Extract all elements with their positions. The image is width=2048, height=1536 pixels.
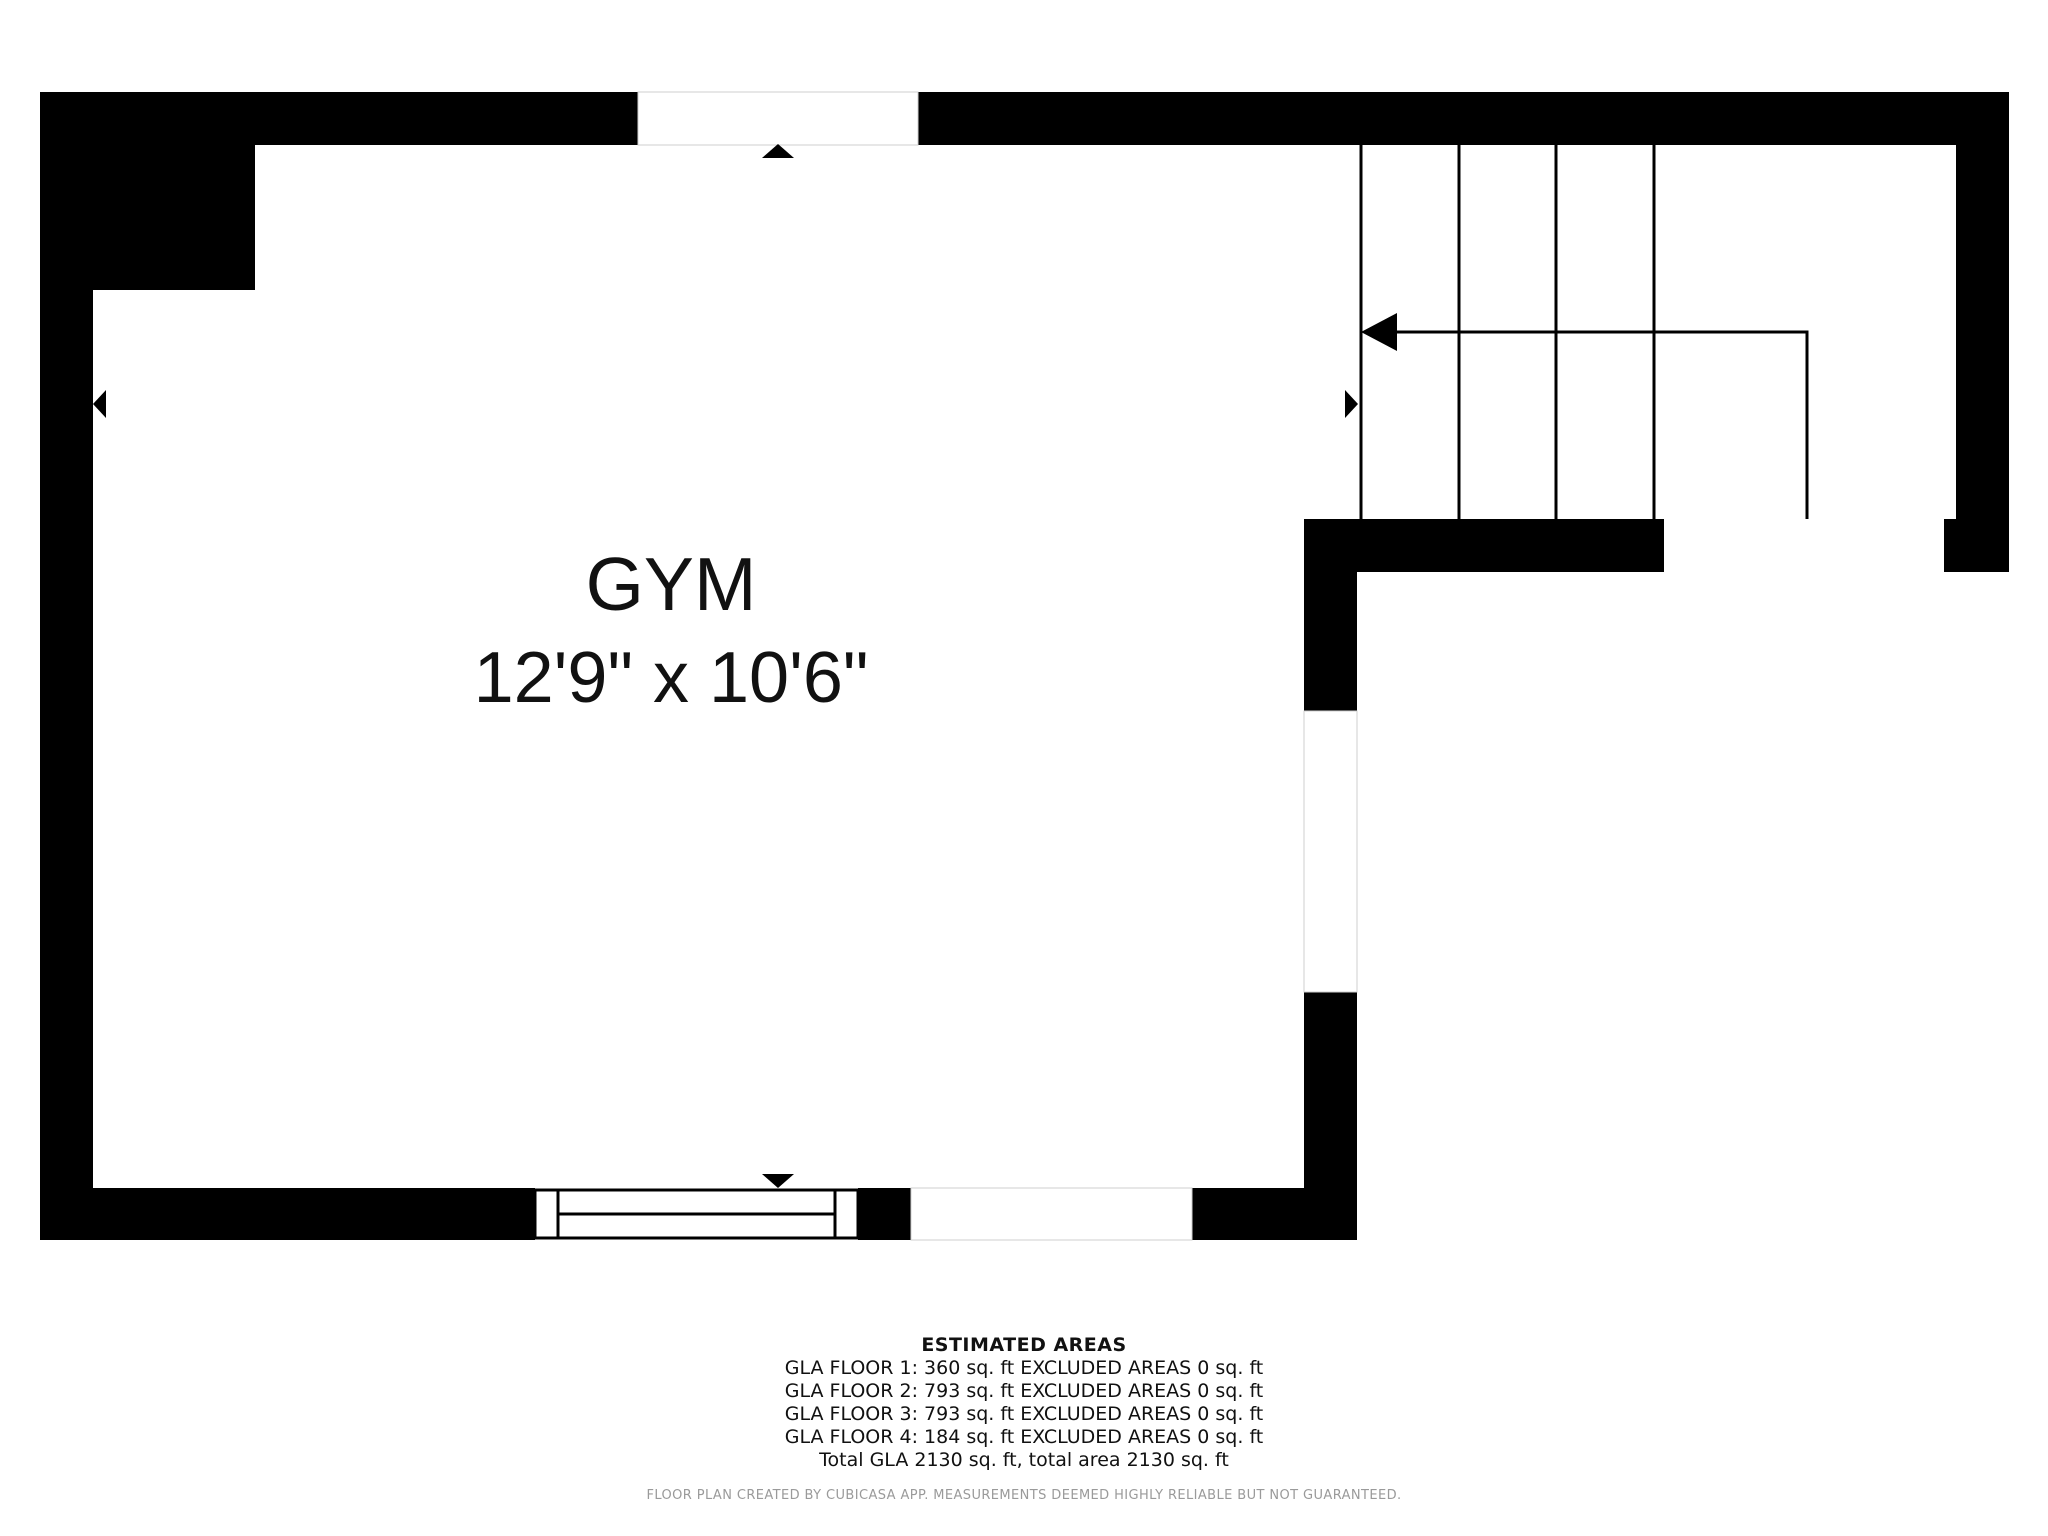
wall-top-right xyxy=(918,92,2008,145)
marker-top-icon xyxy=(762,144,794,158)
stair-arrow-icon xyxy=(1361,313,1397,351)
wall-bottom-left xyxy=(40,1188,535,1240)
window-bottom xyxy=(533,1188,860,1240)
stairs xyxy=(1359,145,1809,519)
areas-line: GLA FLOOR 2: 793 sq. ft EXCLUDED AREAS 0… xyxy=(784,1380,1264,1402)
opening-right xyxy=(1303,710,1358,993)
dimension-markers xyxy=(93,144,1358,1188)
marker-bottom-icon xyxy=(762,1174,794,1188)
wall-bottom-mid xyxy=(858,1188,911,1240)
disclaimer-footer: FLOOR PLAN CREATED BY CUBICASA APP. MEAS… xyxy=(646,1488,1402,1503)
wall-far-right xyxy=(1956,92,2009,572)
areas-line: GLA FLOOR 1: 360 sq. ft EXCLUDED AREAS 0… xyxy=(784,1357,1264,1379)
estimated-areas: ESTIMATED AREAS GLA FLOOR 1: 360 sq. ft … xyxy=(0,1334,2048,1472)
stair-direction-line xyxy=(1380,330,1809,519)
wall-far-right-stub xyxy=(1944,519,2009,572)
wall-corner-block xyxy=(40,92,255,290)
opening-bottom xyxy=(910,1187,1193,1241)
areas-line: GLA FLOOR 3: 793 sq. ft EXCLUDED AREAS 0… xyxy=(784,1403,1264,1425)
marker-right-icon xyxy=(1345,390,1358,418)
areas-total: Total GLA 2130 sq. ft, total area 2130 s… xyxy=(819,1449,1229,1471)
wall-right-lower xyxy=(1304,992,1357,1240)
openings xyxy=(637,91,1358,1241)
marker-left-icon xyxy=(93,390,106,418)
opening-top xyxy=(637,91,919,146)
areas-heading: ESTIMATED AREAS xyxy=(921,1334,1127,1356)
floor-plan: GYM 12'9" x 10'6" xyxy=(40,91,2009,1241)
room-name: GYM xyxy=(586,542,757,626)
room-dimensions: 12'9" x 10'6" xyxy=(474,638,869,718)
wall-stair-bottom xyxy=(1304,519,1664,572)
areas-line: GLA FLOOR 4: 184 sq. ft EXCLUDED AREAS 0… xyxy=(784,1426,1264,1448)
walls xyxy=(40,92,2009,1240)
